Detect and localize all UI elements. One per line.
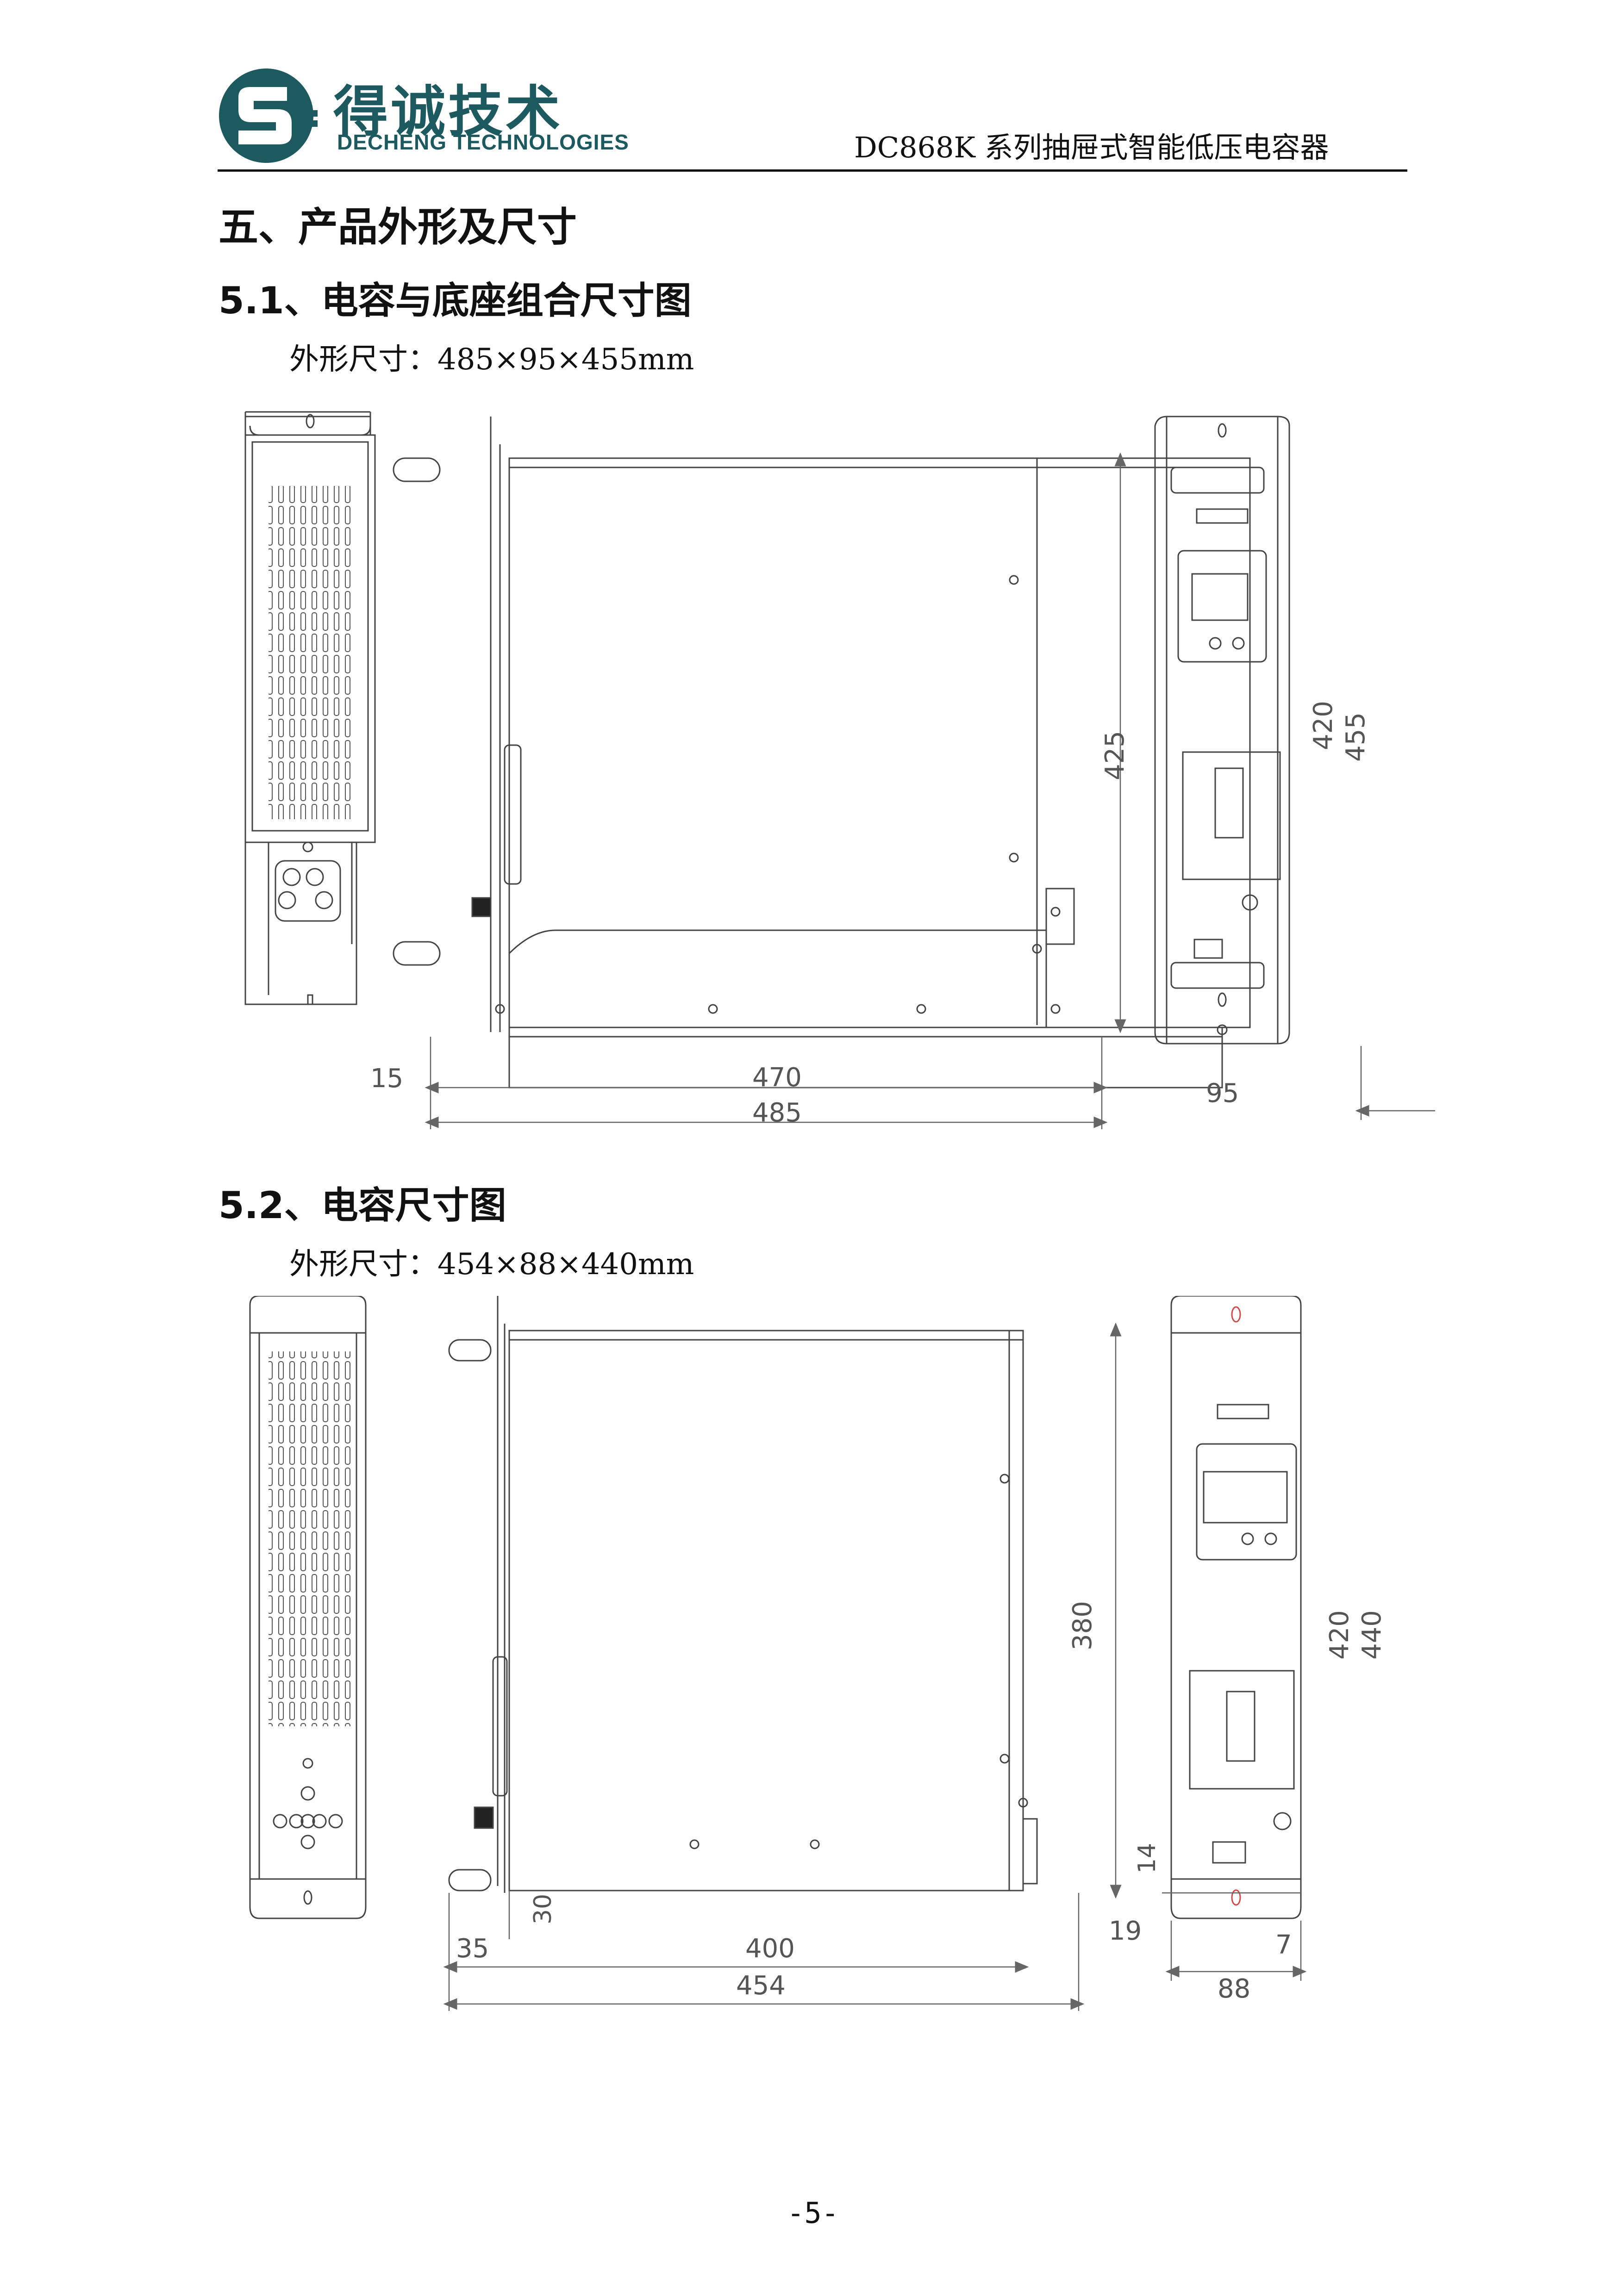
- figure1-drawing: [244, 411, 1435, 1129]
- fig1-dim-95: 95: [1206, 1078, 1239, 1108]
- fig2-dim-380: 380: [1067, 1601, 1098, 1650]
- fig1-dim-425: 425: [1099, 731, 1130, 780]
- fig1-dim-420: 420: [1308, 701, 1338, 750]
- fig2-side-view: [448, 1296, 1038, 1893]
- company-logo-icon: [219, 68, 318, 163]
- header-rule: [218, 169, 1407, 172]
- figure1-heading: 5.1、电容与底座组合尺寸图: [219, 279, 692, 322]
- company-name-en: DECHENG TECHNOLOGIES: [337, 130, 629, 154]
- fig2-dim-19: 19: [1109, 1916, 1142, 1946]
- fig2-dim-420: 420: [1324, 1610, 1355, 1660]
- fig2-dim-88: 88: [1218, 1974, 1251, 2004]
- fig1-dim-455: 455: [1340, 712, 1371, 762]
- fig2-dim-440: 440: [1356, 1610, 1387, 1660]
- figure2-drawing: [249, 1296, 1307, 2011]
- fig2-dim-400: 400: [745, 1934, 795, 1964]
- figure2-dimensions-text: 外形尺寸：454×88×440mm: [289, 1247, 694, 1282]
- fig1-dim-485: 485: [752, 1098, 802, 1128]
- fig1-dimension-lines: [425, 452, 1435, 1129]
- figure1-dimensions-text: 外形尺寸：485×95×455mm: [289, 342, 694, 377]
- fig1-end-view: [1154, 416, 1290, 1045]
- fig1-front-view: [244, 411, 376, 1005]
- fig1-dim-470: 470: [752, 1063, 802, 1093]
- fig2-front-view: [249, 1296, 367, 1919]
- fig2-dim-454: 454: [736, 1971, 786, 2001]
- fig1-dim-15: 15: [370, 1064, 404, 1094]
- fig2-dim-14: 14: [1133, 1842, 1162, 1874]
- section-title: 五、产品外形及尺寸: [219, 204, 577, 250]
- fig2-dimension-lines: [443, 1322, 1307, 2011]
- fig2-end-view: [1170, 1296, 1302, 1919]
- figure2-heading: 5.2、电容尺寸图: [219, 1184, 506, 1227]
- document-title: DC868K 系列抽屉式智能低压电容器: [854, 131, 1329, 164]
- fig2-dim-35: 35: [456, 1934, 489, 1964]
- fig1-side-view: [393, 417, 1251, 1089]
- page-number: -5-: [787, 2196, 839, 2230]
- company-name-cn: 得诚技术: [333, 80, 563, 143]
- fig2-dim-7: 7: [1275, 1930, 1292, 1960]
- fig2-dim-30: 30: [529, 1893, 557, 1925]
